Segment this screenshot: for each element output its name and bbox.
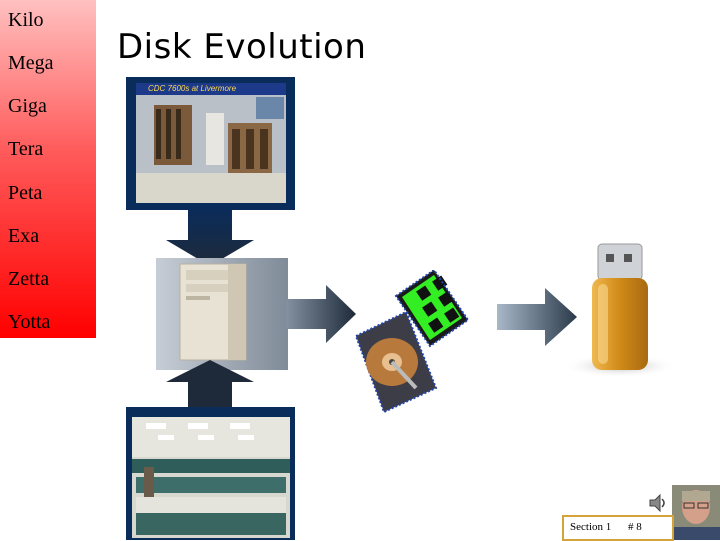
presenter-avatar (672, 485, 720, 540)
hard-drive-icon (354, 310, 438, 414)
unit-mega: Mega (8, 52, 54, 74)
memory-chip-icon (394, 270, 470, 348)
machine-room-photo-frame (126, 407, 295, 540)
unit-zetta: Zetta (8, 268, 50, 290)
down-arrow-icon (166, 208, 254, 266)
section-badge: Section 1 # 8 (562, 515, 674, 541)
pc-panel (156, 258, 288, 370)
photo-caption: CDC 7600s at Livermore (148, 84, 237, 93)
speaker-icon[interactable] (648, 494, 668, 512)
pc-tower-icon (179, 263, 247, 361)
up-arrow-icon (166, 360, 254, 410)
section-label: Section 1 (570, 521, 612, 533)
unit-kilo: Kilo (8, 9, 44, 31)
unit-giga: Giga (8, 95, 47, 117)
usb-drive-icon (562, 243, 678, 378)
right-arrow-icon (286, 285, 356, 343)
right-arrow-icon-2 (497, 288, 577, 346)
unit-tera: Tera (8, 138, 44, 160)
unit-exa: Exa (8, 225, 40, 247)
storage-group (354, 270, 470, 414)
slide-title: Disk Evolution (117, 27, 367, 67)
cdc-photo-frame: CDC 7600s at Livermore (126, 77, 295, 210)
unit-sidebar: Kilo Mega Giga Tera Peta Exa Zetta Yotta (0, 0, 96, 338)
unit-yotta: Yotta (8, 311, 51, 333)
unit-peta: Peta (8, 182, 43, 204)
machine-room-photo (132, 417, 290, 538)
cdc-photo (136, 83, 286, 203)
slide-number: # 8 (628, 521, 642, 533)
